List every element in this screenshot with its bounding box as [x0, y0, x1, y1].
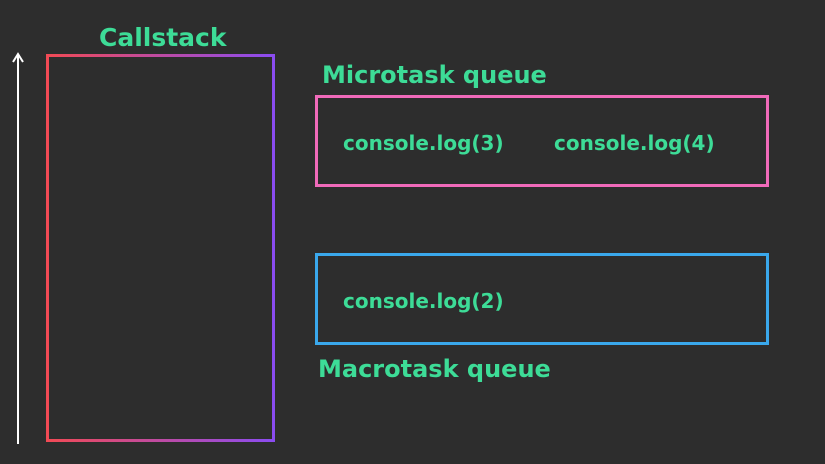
microtask-queue-box: console.log(3) console.log(4) [315, 95, 769, 187]
arrow-up-icon [12, 52, 24, 444]
callstack-title: Callstack [99, 23, 227, 52]
microtask-queue-label: Microtask queue [322, 61, 547, 89]
queue-item: console.log(2) [343, 289, 504, 313]
queue-item: console.log(4) [554, 131, 715, 155]
macrotask-queue-label: Macrotask queue [318, 355, 551, 383]
callstack-box [46, 54, 275, 442]
macrotask-queue-box: console.log(2) [315, 253, 769, 345]
queue-item: console.log(3) [343, 131, 504, 155]
